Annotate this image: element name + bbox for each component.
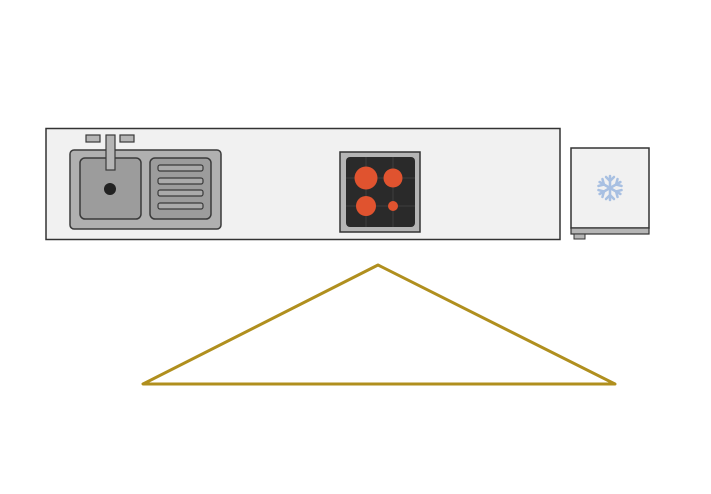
work-triangle [141,263,617,386]
snowflake-icon [596,174,624,202]
sink-icon [69,134,222,230]
burner-small [388,201,398,211]
cooktop-icon [339,151,421,233]
burner-medium [383,168,403,188]
burner-large [354,166,378,190]
burner-medium [356,196,376,216]
refrigerator [570,147,650,240]
